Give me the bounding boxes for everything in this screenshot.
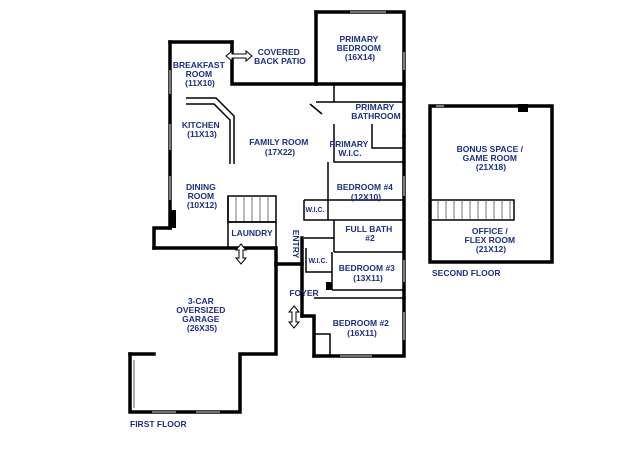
covered-patio-label: COVERED BACK PATIO [254,47,306,66]
wic-label-2: W.I.C. [308,258,327,265]
laundry-door-arrow [234,243,248,265]
laundry-label: LAUNDRY [231,228,273,238]
primary-bathroom-label: PRIMARY BATHROOM [351,102,400,121]
breakfast-room-label: BREAKFAST ROOM (11X10) [173,60,227,88]
full-bath-label: FULL BATH #2 [345,224,394,243]
office-flex-label: OFFICE / FLEX ROOM (21X12) [465,226,518,254]
primary-wic-label: PRIMARY W.I.C. [329,139,370,158]
wic-label-1: W.I.C. [305,207,324,214]
labels: COVERED BACK PATIO PRIMARY BEDROOM (16X1… [130,34,526,429]
bonus-space-label: BONUS SPACE / GAME ROOM (21X18) [457,144,526,172]
family-room-label: FAMILY ROOM (17X22) [249,137,310,157]
front-door-arrow [287,305,301,329]
second-floor-walls [428,104,554,264]
foyer-label: FOYER [289,288,318,298]
first-floor-label: FIRST FLOOR [130,419,187,429]
patio-door-arrow [225,49,253,63]
first-floor-interior [170,84,404,356]
bedroom-2-label: BEDROOM #2 (16X11) [333,318,392,338]
entry-label: ENTRY [291,230,301,259]
kitchen-label: KITCHEN (11X13) [182,120,222,139]
garage-label: 3-CAR OVERSIZED GARAGE (26X35) [176,296,228,333]
first-floor-windows [133,11,405,413]
dining-room-label: DINING ROOM (10X12) [186,182,218,210]
bedroom-3-label: BEDROOM #3 (13X11) [339,263,398,283]
bedroom-4-label: BEDROOM #4 (12X10) [337,182,396,202]
primary-bedroom-label: PRIMARY BEDROOM (16X14) [337,34,384,62]
bath-door-swing [309,103,323,115]
second-floor-label: SECOND FLOOR [432,268,500,278]
